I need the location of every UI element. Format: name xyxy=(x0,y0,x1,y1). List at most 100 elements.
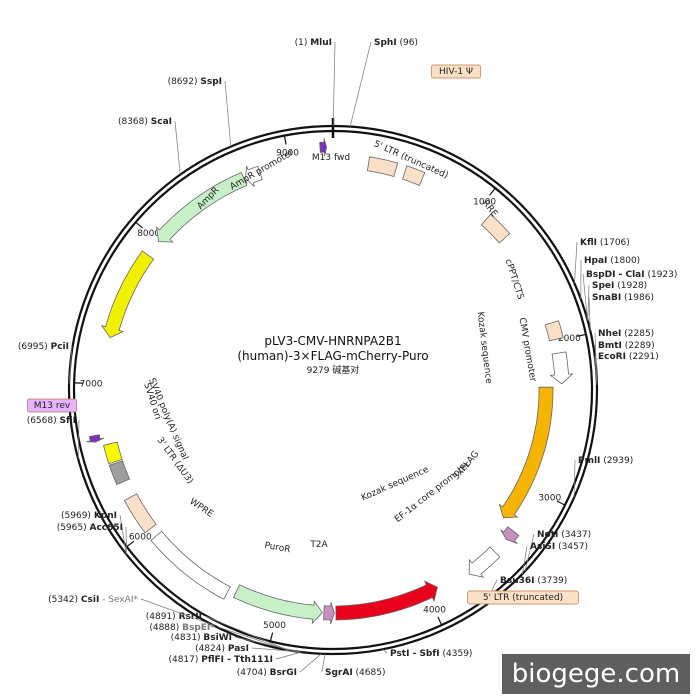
site-label-nhei: NheI (2285) xyxy=(598,329,654,339)
tick-label-8000: 8000 xyxy=(137,229,160,239)
feature-label-rre-2: RRE xyxy=(480,199,499,220)
feature-label-cppt-cts-3: cPPT/CTS xyxy=(503,258,526,301)
feature-label-puror-12: PuroR xyxy=(264,541,292,555)
feature-label-5-ltr-truncated-22: 5' LTR (truncated) xyxy=(467,590,579,605)
feature-label-ampr-promoter-20: AmpR promoter xyxy=(229,148,296,193)
feature-label-box-1 xyxy=(431,64,481,79)
feature-label-hiv-1-1: HIV-1 Ψ xyxy=(431,64,481,79)
tick-8000 xyxy=(135,221,143,229)
site-leader-kfli xyxy=(574,241,578,284)
site-label-psti-sbfi: PstI - SbfI (4359) xyxy=(390,649,472,659)
site-leader-pcii xyxy=(68,345,73,384)
feature-label-text-12: PuroR xyxy=(264,541,292,555)
feature-label-text-5: Kozak sequence xyxy=(475,311,494,385)
watermark: biogege.com xyxy=(502,654,690,694)
feature-label-mcherry-10: mCherry xyxy=(354,541,395,560)
feature-label-text-21: M13 fwd xyxy=(312,153,350,163)
site-label-kpni: (5969) KpnI xyxy=(61,511,117,521)
feature-label-text-10: mCherry xyxy=(354,541,395,560)
site-leader-csii xyxy=(140,598,213,626)
site-leader-pmli xyxy=(573,459,576,498)
feature-puror xyxy=(232,584,323,625)
feature-wpre xyxy=(150,530,231,600)
feature-label-text-18: ori xyxy=(131,289,143,302)
site-label-asisi: AsiSI (3457) xyxy=(530,542,588,552)
feature-label-box-17 xyxy=(27,398,77,413)
site-leader-scai xyxy=(174,120,181,175)
feature-ef-1-core-promoter xyxy=(468,546,501,578)
feature-label-text-1: HIV-1 Ψ xyxy=(439,67,473,77)
site-label-noti: NotI (3437) xyxy=(537,530,591,540)
site-label-pcii: (6995) PciI xyxy=(18,342,69,352)
site-label-pmli: PmlI (2939) xyxy=(578,456,633,466)
feature-label-text-9: EF-1α core promoter xyxy=(393,460,472,525)
site-label-rsrii: (4891) RsrII xyxy=(146,612,202,622)
site-leader-sgrai xyxy=(321,653,326,673)
site-label-bsu36i: Bsu36I (3739) xyxy=(500,576,567,586)
feature-hiv-1 xyxy=(402,165,426,187)
tick-6000 xyxy=(126,540,135,548)
site-leader-sphi xyxy=(349,41,372,127)
site-leader-mlui xyxy=(332,41,336,127)
feature-label-m13-rev-17: M13 rev xyxy=(27,398,77,413)
tick-4000 xyxy=(437,616,443,626)
site-label-sfii: (6568) SfiI xyxy=(27,416,76,426)
site-leader-pflfi-tth111i xyxy=(275,651,302,660)
site-label-csii: (5342) CsiI - SexAI* xyxy=(48,595,138,605)
site-label-snabi: SnaBI (1986) xyxy=(592,293,654,303)
site-leader-kpni xyxy=(119,514,127,555)
tick-label-4000: 4000 xyxy=(423,606,446,616)
feature-hnrnpa2b1 xyxy=(498,386,554,519)
site-label-hpai: HpaI (1800) xyxy=(584,256,640,266)
feature-ori xyxy=(100,250,155,339)
site-leader-bsrgi xyxy=(299,653,322,673)
feature-m13-fwd xyxy=(319,138,328,157)
site-leader-bspdi-clai xyxy=(582,273,588,320)
feature-label-text-3: cPPT/CTS xyxy=(503,258,526,301)
site-label-bsrgi: (4704) BsrGI xyxy=(237,668,297,678)
site-label-pflfi-tth111i: (4817) PflFI - Tth111I xyxy=(168,655,273,665)
site-label-bspei: (4888) BspEI* xyxy=(149,623,215,633)
feature-3xflag xyxy=(500,526,520,544)
tick-label-3000: 3000 xyxy=(538,494,561,504)
plasmid-length: 9279 碱基对 xyxy=(307,364,360,376)
site-leader-pasi xyxy=(251,647,301,653)
feature-label-cmv-promoter-4: CMV promoter xyxy=(516,317,537,383)
feature-m13-rev xyxy=(86,434,105,443)
plasmid-name-line2: (human)-3×FLAG-mCherry-Puro xyxy=(237,349,428,363)
site-label-sphi: SphI (96) xyxy=(374,38,418,48)
tick-5000 xyxy=(269,632,274,642)
feature-label-text-4: CMV promoter xyxy=(516,317,537,383)
feature-label-text-22: 5' LTR (truncated) xyxy=(483,593,563,603)
feature-cppt-cts xyxy=(544,320,564,342)
feature-label-ef-1-core-promoter-9: EF-1α core promoter xyxy=(393,460,472,525)
feature-label-text-11: T2A xyxy=(309,540,328,550)
tick-9000 xyxy=(283,135,287,145)
tick-label-5000: 5000 xyxy=(263,621,286,631)
feature-5-ltr-truncated xyxy=(366,156,399,177)
plasmid-backbone xyxy=(67,118,599,656)
plasmid-name-line1: pLV3-CMV-HNRNPA2B1 xyxy=(264,334,401,348)
feature-label-kozak-sequence-5: Kozak sequence xyxy=(475,311,494,385)
site-leader-snabi xyxy=(588,296,591,331)
feature-t2a xyxy=(323,601,335,625)
feature-label-ori-18: ori xyxy=(131,289,143,302)
feature-label-text-2: RRE xyxy=(480,199,499,220)
site-leader-psti-sbfi xyxy=(382,649,388,654)
tick-label-9000: 9000 xyxy=(276,148,299,158)
site-label-sspi: (8692) SspI xyxy=(168,77,222,87)
site-leader-noti xyxy=(524,533,535,572)
feature-ampr-promoter xyxy=(245,165,263,187)
tick-3000 xyxy=(556,500,566,506)
site-label-bmti: BmtI (2289) xyxy=(598,341,655,351)
site-label-kfli: KflI (1706) xyxy=(580,238,630,248)
tick-label-6000: 6000 xyxy=(129,532,152,542)
feature-label-text-20: AmpR promoter xyxy=(229,148,296,193)
tick-label-7000: 7000 xyxy=(80,379,103,389)
feature-mcherry xyxy=(335,580,438,621)
site-label-bspdi-clai: BspDI - ClaI (1923) xyxy=(586,270,677,280)
site-leader-spei xyxy=(587,284,590,321)
site-label-spei: SpeI (1928) xyxy=(592,281,647,291)
